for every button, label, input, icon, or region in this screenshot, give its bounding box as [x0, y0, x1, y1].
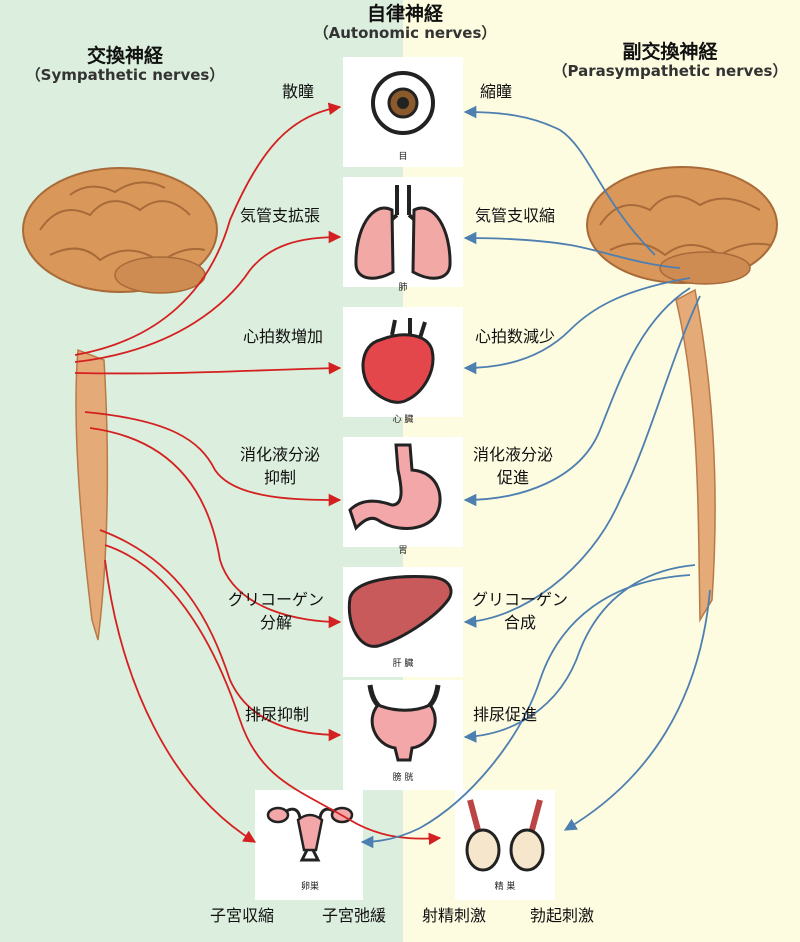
para-label-liver: グリコーゲン 合成	[472, 588, 568, 634]
sympathetic-arrows	[74, 102, 442, 846]
title-sympathetic-sub: （Sympathetic nerves）	[25, 65, 225, 84]
bladder-icon	[367, 684, 441, 762]
sym-label-eye: 散瞳	[282, 82, 315, 101]
title-autonomic-main: 自律神経	[366, 3, 443, 25]
para-arrow-heart	[463, 277, 691, 375]
label-ejaculation: 射精刺激	[422, 906, 487, 925]
para-label-lung: 気管支収縮	[475, 206, 556, 225]
caption-ovary: 卵巣	[300, 882, 319, 892]
title-parasympathetic-sub: （Parasympathetic nerves）	[552, 61, 788, 80]
right-brain-icon	[586, 166, 778, 623]
para-arrow-ovary	[360, 574, 691, 849]
caption-heart: 心 臓	[392, 415, 414, 425]
sym-arrow-heart	[74, 361, 342, 375]
sym-arrow-liver	[89, 427, 342, 629]
caption-lung: 肺	[398, 283, 408, 293]
title-sympathetic: 交換神経 （Sympathetic nerves）	[10, 46, 240, 83]
para-arrow-bladder	[463, 564, 696, 743]
sympathetic-background	[0, 0, 403, 942]
para-label-stomach: 消化液分泌 促進	[473, 443, 553, 489]
sym-arrow-ovary	[104, 559, 257, 843]
sym-label-bladder: 排尿抑制	[245, 705, 310, 724]
title-autonomic: 自律神経 （Autonomic nerves）	[290, 4, 520, 41]
sym-label-liver-1: グリコーゲン	[228, 590, 325, 609]
sym-label-liver: グリコーゲン 分解	[228, 588, 324, 634]
para-label-liver-2: 合成	[504, 613, 537, 633]
para-arrow-stomach	[463, 287, 691, 507]
para-label-heart: 心拍数減少	[475, 327, 556, 346]
para-label-stomach-2: 促進	[497, 468, 530, 488]
caption-testis: 精 巣	[494, 882, 516, 892]
left-brain-icon	[22, 167, 218, 641]
caption-eye: 目	[398, 152, 408, 162]
parasympathetic-background	[403, 0, 800, 942]
para-arrow-eye	[463, 105, 656, 256]
para-arrow-liver	[463, 295, 701, 628]
sym-arrow-lung	[74, 230, 342, 363]
title-parasympathetic-main: 副交換神経	[622, 41, 718, 63]
lung-icon	[354, 185, 452, 280]
label-uterus-contract: 子宮収縮	[210, 906, 275, 925]
label-erection: 勃起刺激	[530, 906, 595, 925]
para-label-stomach-1: 消化液分泌	[473, 445, 554, 464]
label-uterus-relax: 子宮弛緩	[322, 906, 387, 925]
sym-arrow-stomach	[84, 411, 342, 507]
parasympathetic-arrows	[360, 105, 711, 849]
sym-arrow-testis	[104, 544, 442, 846]
caption-bladder: 膀 胱	[392, 773, 414, 783]
stomach-icon	[348, 443, 442, 531]
testis-icon	[465, 799, 545, 872]
sym-arrow-bladder	[99, 529, 342, 742]
sym-label-lung: 気管支拡張	[240, 206, 321, 225]
caption-stomach: 胃	[398, 546, 408, 556]
para-arrow-testis	[563, 589, 711, 831]
liver-icon	[347, 575, 453, 648]
caption-liver: 肝 臓	[392, 659, 414, 669]
title-autonomic-sub: （Autonomic nerves）	[313, 23, 497, 42]
sym-label-heart: 心拍数増加	[243, 327, 324, 346]
sym-arrow-eye	[74, 102, 342, 356]
sym-label-stomach-1: 消化液分泌	[240, 445, 321, 464]
para-label-bladder: 排尿促進	[473, 705, 538, 724]
title-sympathetic-main: 交換神経	[86, 45, 163, 67]
para-arrow-lung	[463, 231, 681, 269]
heart-icon	[361, 318, 435, 404]
sym-label-stomach-2: 抑制	[264, 468, 297, 488]
eye-icon	[371, 71, 435, 135]
sym-label-stomach: 消化液分泌 抑制	[240, 443, 320, 489]
para-label-liver-1: グリコーゲン	[472, 590, 569, 609]
para-label-eye: 縮瞳	[480, 82, 513, 101]
ovary-icon	[266, 806, 354, 862]
sym-label-liver-2: 分解	[260, 613, 293, 633]
title-parasympathetic: 副交換神経 （Parasympathetic nerves）	[545, 42, 795, 79]
